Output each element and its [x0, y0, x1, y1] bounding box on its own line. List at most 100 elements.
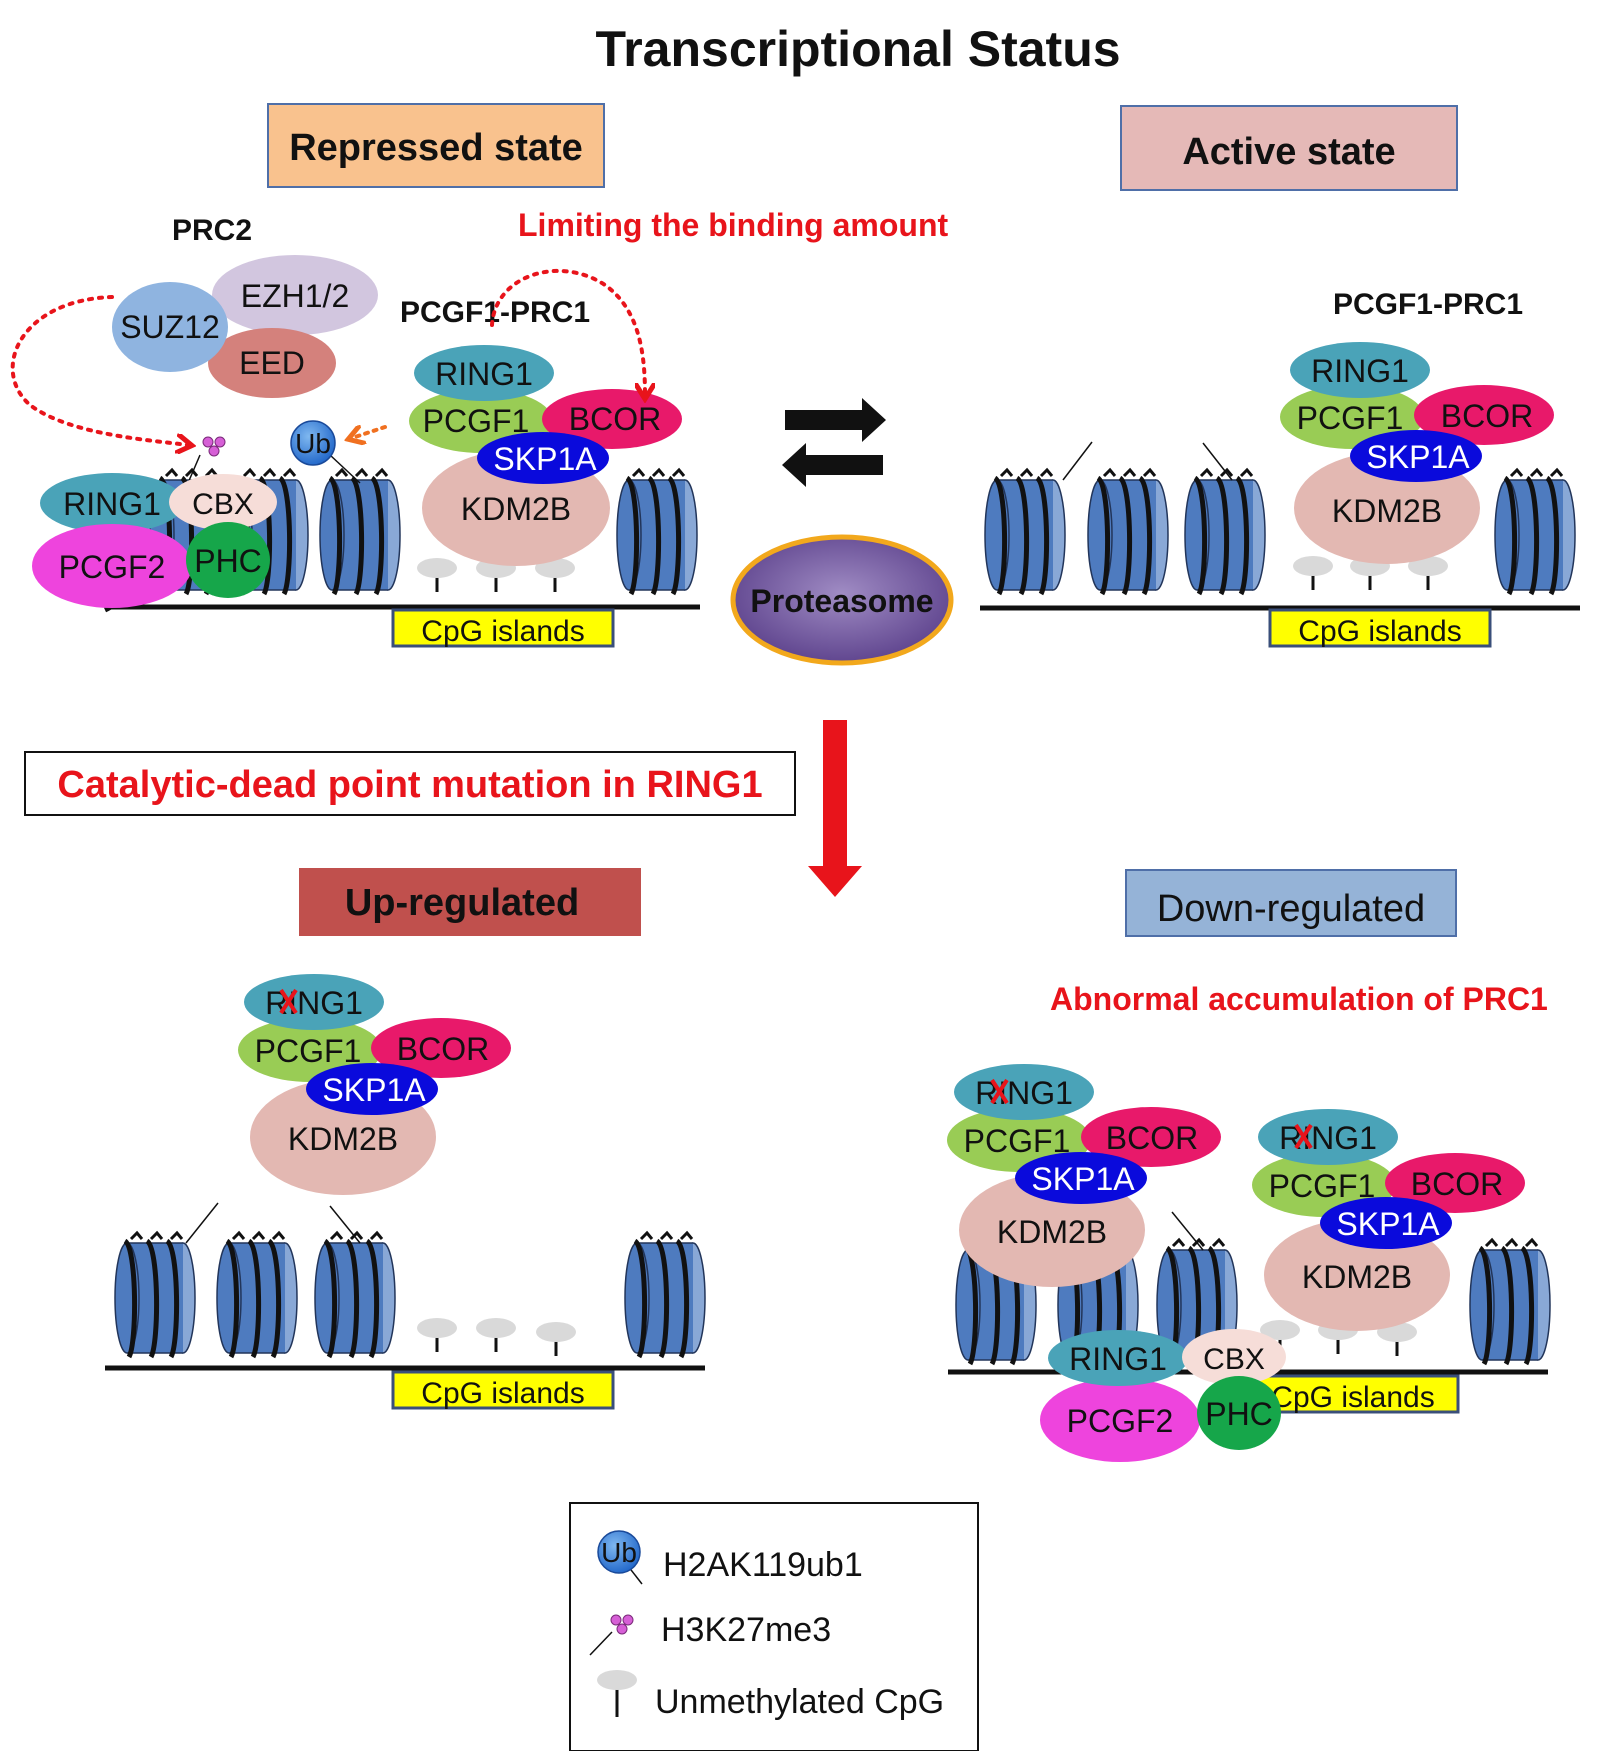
legend: Ub H2AK119ub1 H3K27me3 Unmethylated CpG — [569, 1502, 979, 1751]
ub-label: Ub — [601, 1537, 637, 1568]
transition-arrow-down — [808, 720, 862, 897]
mutation-x-icon — [279, 988, 298, 1015]
active-state-label: Active state — [1182, 131, 1395, 173]
phc-label: PHC — [1205, 1396, 1273, 1432]
bcor-label: BCOR — [1411, 1166, 1503, 1202]
eed-label: EED — [239, 345, 305, 381]
ub-icon: Ub — [597, 1530, 643, 1585]
cpg-lollipop — [415, 1316, 459, 1354]
skp1a-subunit — [1015, 1152, 1147, 1204]
active-state-box — [1120, 105, 1458, 191]
ub-label: Ub — [295, 428, 331, 459]
skp1a-subunit — [1320, 1197, 1452, 1249]
pcgf1-label: PCGF1 — [964, 1123, 1071, 1159]
nucleosome — [985, 470, 1065, 594]
ring1-subunit — [1290, 342, 1430, 398]
phc-subunit — [186, 522, 270, 598]
phc-label: PHC — [194, 543, 262, 579]
cbx-label: CBX — [1203, 1343, 1265, 1376]
up-regulated-panel: CpG islands KDM2B PCGF1 BCOR RING1 SKP1A — [105, 974, 705, 1410]
proteasome-label: Proteasome — [750, 583, 933, 619]
cpg-island-label: CpG islands — [1298, 615, 1461, 648]
bcor-label: BCOR — [1441, 398, 1533, 434]
bcor-subunit — [1081, 1107, 1221, 1167]
down-regulated-panel: CpG islands KDM2B PCGF1 BCOR RING1 SKP1A… — [947, 1064, 1550, 1462]
pcgf1-prc1-label: PCGF1-PRC1 — [1333, 288, 1523, 321]
cpg-lollipop — [415, 556, 459, 594]
nucleosome — [1470, 1240, 1550, 1364]
up-regulated-label: Up-regulated — [345, 882, 579, 924]
suz12-label: SUZ12 — [120, 309, 220, 345]
pcgf2-label: PCGF2 — [1067, 1403, 1174, 1439]
ring1-label: RING1 — [1069, 1341, 1167, 1377]
phc-subunit — [1197, 1376, 1281, 1450]
active-panel: PCGF1-PRC1 CpG islands KDM2B PCGF1 BCOR … — [980, 288, 1580, 648]
legend-label-ub: H2AK119ub1 — [663, 1546, 863, 1584]
pcgf2-subunit — [1040, 1378, 1200, 1462]
proteasome-complex — [730, 534, 954, 666]
cbx-label: CBX — [192, 488, 254, 521]
cpg-lollipop-icon — [597, 1670, 637, 1717]
bcor-label: BCOR — [569, 401, 661, 437]
bcor-subunit — [1414, 385, 1554, 445]
repressed-state-box — [267, 103, 605, 188]
mutation-x-icon — [990, 1078, 1009, 1105]
ezh-label: EZH1/2 — [241, 278, 349, 314]
ring1-label: RING1 — [975, 1075, 1073, 1111]
skp1a-label: SKP1A — [1366, 439, 1470, 475]
nucleosome — [320, 470, 400, 594]
nucleosome — [315, 1233, 395, 1357]
ring1-mutant-subunit — [954, 1064, 1094, 1120]
nucleosome — [1495, 470, 1575, 594]
mutation-x-icon — [1294, 1123, 1313, 1150]
cpg-island-label: CpG islands — [421, 615, 584, 648]
cpg-island-box — [391, 1370, 615, 1410]
kdm2b-label: KDM2B — [1302, 1259, 1412, 1295]
ring1-label: RING1 — [265, 985, 363, 1021]
kdm2b-label: KDM2B — [288, 1121, 398, 1157]
ring1-label: RING1 — [63, 486, 161, 522]
down-regulated-box — [1125, 869, 1457, 937]
repressed-panel: PRC2 PCGF1-PRC1 CpG islands EZH1/2 EED S… — [10, 214, 700, 648]
cpg-island-label: CpG islands — [1271, 1381, 1434, 1414]
up-regulated-box — [299, 868, 641, 936]
nucleosome — [1185, 470, 1265, 594]
nucleosome — [617, 470, 697, 594]
pcgf1-label: PCGF1 — [423, 403, 530, 439]
down-regulated-label: Down-regulated — [1157, 888, 1425, 930]
skp1a-subunit — [477, 432, 609, 484]
nucleosome — [1088, 470, 1168, 594]
skp1a-label: SKP1A — [322, 1072, 426, 1108]
pcgf2-label: PCGF2 — [59, 549, 166, 585]
ring1-subunit — [1048, 1330, 1188, 1386]
legend-label-cpg: Unmethylated CpG — [655, 1683, 944, 1721]
nucleosome — [217, 1233, 297, 1357]
ezh-subunit — [212, 255, 378, 335]
cpg-island-box — [391, 608, 615, 648]
pcgf1-label: PCGF1 — [1269, 1168, 1376, 1204]
nucleosome — [115, 1233, 195, 1357]
skp1a-label: SKP1A — [493, 441, 597, 477]
limiting-binding-note: Limiting the binding amount — [518, 207, 949, 243]
forward-equilibrium-arrow — [785, 398, 886, 442]
pcgf1-label: PCGF1 — [255, 1033, 362, 1069]
ring1-mutant-subunit — [244, 974, 384, 1030]
legend-label-h3k27me3: H3K27me3 — [661, 1611, 831, 1649]
kdm2b-label: KDM2B — [461, 491, 571, 527]
nucleosome — [625, 1233, 705, 1357]
bcor-subunit — [371, 1018, 511, 1078]
limiting-feedback-arrow — [490, 269, 645, 395]
ring1-mutant-subunit — [1258, 1109, 1398, 1165]
pcgf1-label: PCGF1 — [1297, 400, 1404, 436]
cpg-lollipop — [1291, 554, 1335, 592]
eed-subunit — [208, 328, 336, 398]
ring1-label: RING1 — [1279, 1120, 1377, 1156]
ring1-subunit — [414, 345, 554, 401]
prc2-deposit-arrow — [10, 295, 188, 445]
bcor-label: BCOR — [397, 1031, 489, 1067]
ub-orange-arrow — [352, 427, 387, 438]
kdm2b-label: KDM2B — [1332, 493, 1442, 529]
skp1a-label: SKP1A — [1031, 1161, 1135, 1197]
